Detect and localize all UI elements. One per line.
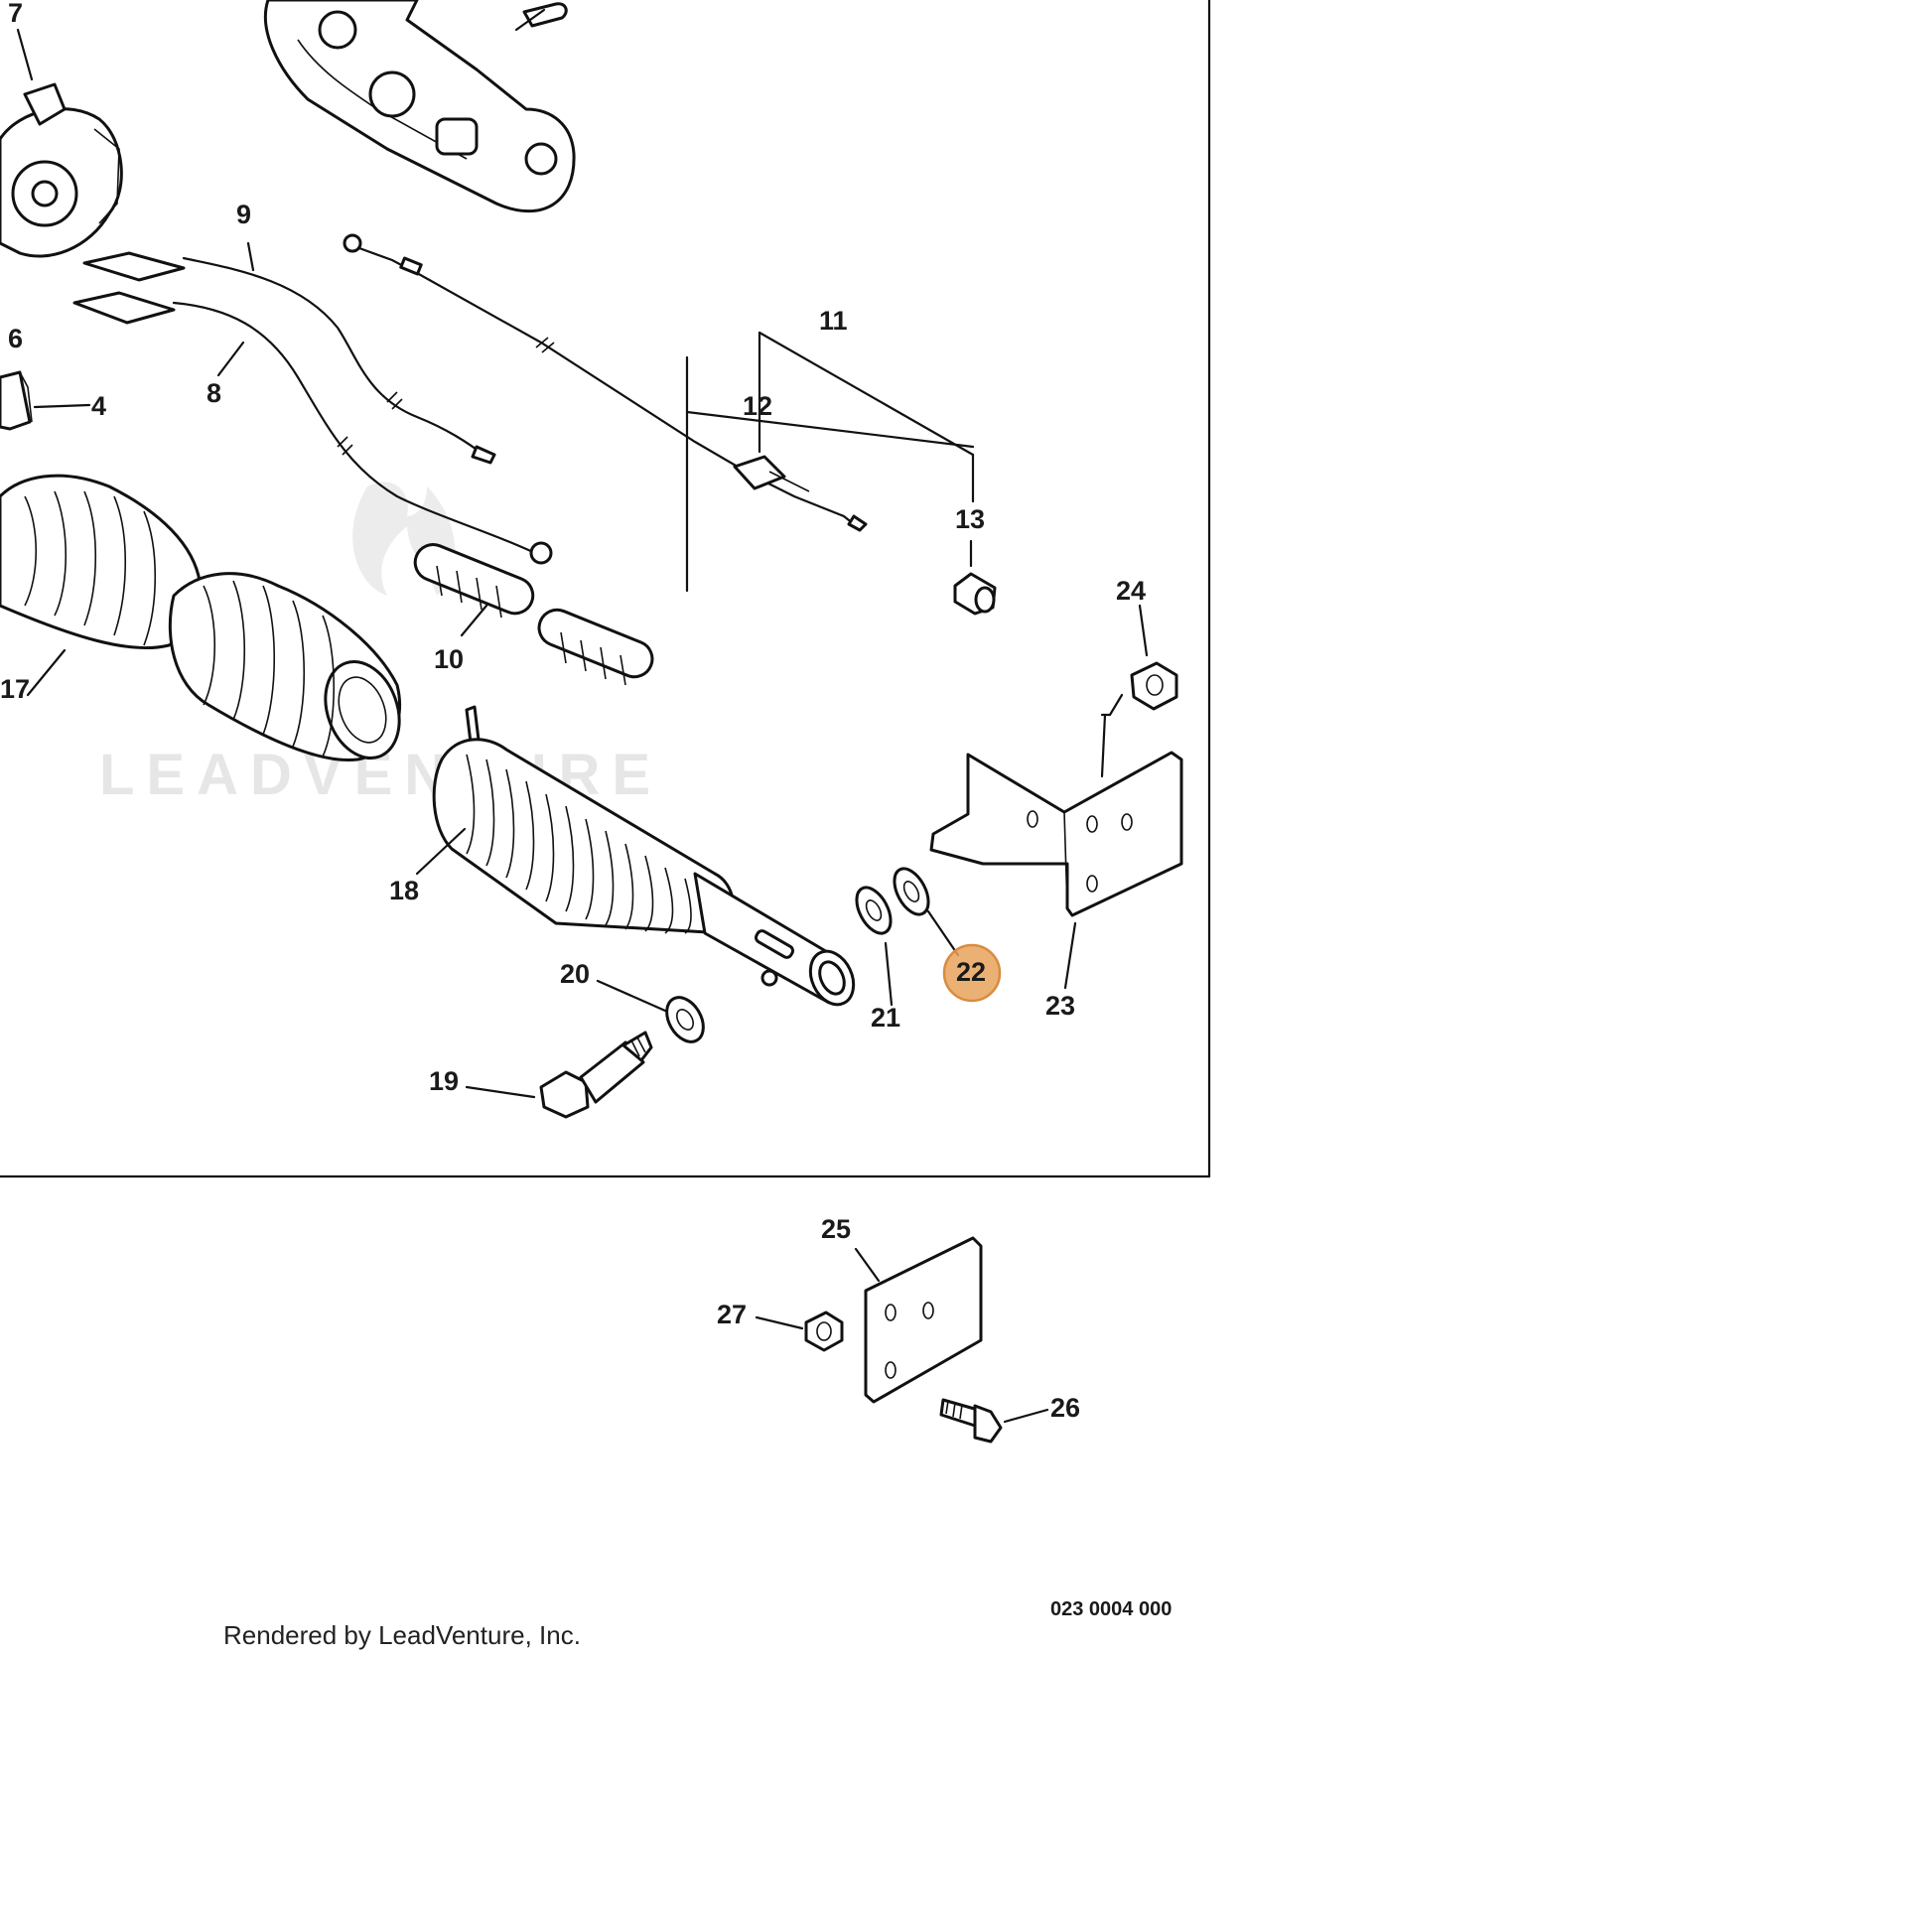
- callout-19[interactable]: 19: [429, 1066, 459, 1096]
- callout-20[interactable]: 20: [560, 959, 590, 989]
- callout-23[interactable]: 23: [1045, 991, 1075, 1021]
- part-4-block: [0, 370, 33, 431]
- part-20-washer: [665, 996, 705, 1043]
- part-21-washer: [855, 886, 893, 935]
- part-22-washer: [893, 867, 930, 916]
- callout-21[interactable]: 21: [871, 1003, 900, 1033]
- callout-26[interactable]: 26: [1050, 1393, 1080, 1423]
- part-7-knob: [0, 82, 123, 258]
- callout-4[interactable]: 4: [91, 391, 106, 421]
- part-18-spring-tube: [432, 705, 856, 1007]
- callout-10[interactable]: 10: [434, 644, 464, 674]
- part-8-9-wires: [72, 251, 553, 565]
- part-10-sleeves: [413, 543, 654, 686]
- callout-25[interactable]: 25: [821, 1214, 851, 1244]
- leader-lines: [16, 28, 1149, 1424]
- callout-17[interactable]: 17: [0, 674, 30, 704]
- part-26-screw: [939, 1398, 1003, 1444]
- part-25-plate: [864, 1236, 983, 1404]
- part-24-nut: [1130, 661, 1178, 711]
- callout-12[interactable]: 12: [743, 391, 772, 421]
- render-credit: Rendered by LeadVenture, Inc.: [223, 1620, 581, 1650]
- callout-7[interactable]: 7: [8, 0, 23, 28]
- part-19-bolt: [539, 1031, 653, 1119]
- callout-11[interactable]: 11: [819, 306, 848, 336]
- part-11-cable: [343, 233, 868, 532]
- part-labels: 7 9 6 4 8 11 12 13 24 10 17 18 23 20 21 …: [0, 0, 1146, 1423]
- callout-18[interactable]: 18: [389, 876, 419, 905]
- drawing-code: 023 0004 000: [1050, 1598, 1172, 1620]
- highlight-part-22[interactable]: [942, 943, 1002, 1003]
- part-27-nut: [804, 1311, 844, 1352]
- callout-8[interactable]: 8: [207, 378, 221, 408]
- callout-6[interactable]: 6: [8, 324, 23, 353]
- part-23-bracket: [929, 751, 1183, 917]
- part-17-conduit: [0, 474, 402, 762]
- part-13-bushing: [953, 572, 997, 616]
- diagram-frame: [0, 0, 1211, 1178]
- handle-housing: [263, 0, 576, 213]
- callout-27[interactable]: 27: [717, 1300, 747, 1329]
- callout-13[interactable]: 13: [955, 504, 985, 534]
- callout-24[interactable]: 24: [1116, 576, 1146, 606]
- callout-9[interactable]: 9: [236, 200, 251, 229]
- callout-22[interactable]: 22: [956, 957, 986, 987]
